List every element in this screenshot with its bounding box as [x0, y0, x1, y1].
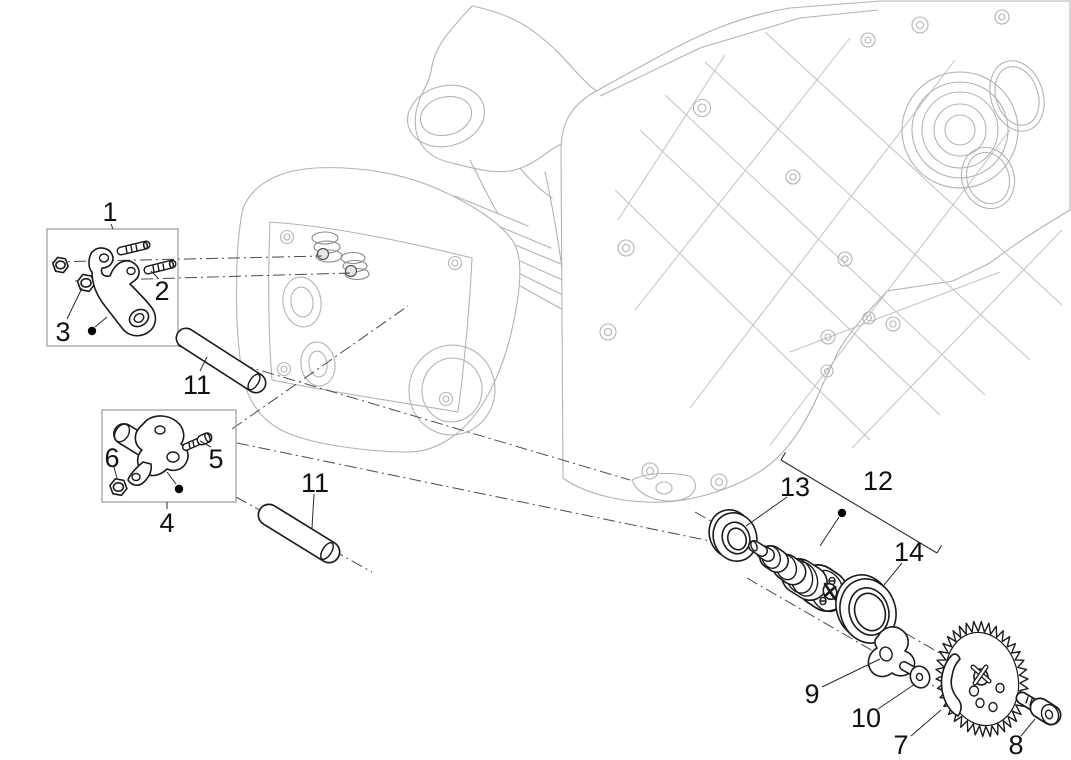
- dot-leader-2: [819, 516, 840, 547]
- cylinder-head: [235, 167, 521, 453]
- rocker-shaft-pin: [175, 327, 267, 394]
- bracket-tick-start: [780, 451, 787, 461]
- callout-label-11-3: 11: [183, 370, 211, 400]
- decompression-pin: [970, 664, 992, 686]
- callout-leader-13: [745, 496, 788, 527]
- reference-dots: [87, 316, 847, 547]
- rocker-arm-assembly-upper: [51, 240, 177, 337]
- callout-leader-6: [113, 466, 118, 479]
- bolt-bosses: [599, 9, 1010, 491]
- foreground-parts: [51, 240, 1062, 738]
- camshaft-bearing: [708, 509, 758, 562]
- nut: [76, 273, 96, 293]
- countersunk-screw: [899, 661, 931, 689]
- callout-leader-5: [199, 440, 212, 448]
- callout-label-9-11: 9: [804, 679, 819, 709]
- nut: [109, 477, 128, 497]
- socket-head-bolt: [1015, 691, 1062, 726]
- callout-label-4-4: 4: [159, 508, 174, 538]
- callout-label-12-9: 12: [863, 466, 893, 496]
- crankcase: [560, 0, 1071, 503]
- nut: [51, 256, 69, 274]
- axis-line-3: [231, 305, 409, 430]
- rocker-arm: [127, 415, 189, 486]
- callout-leader-10: [877, 683, 916, 710]
- rocker-shaft-pin: [257, 503, 341, 564]
- callout-leader-7: [910, 709, 942, 737]
- callout-leader-11: [199, 356, 208, 372]
- callout-leader-2: [150, 270, 159, 279]
- adjuster-screw: [182, 432, 213, 451]
- camshaft: [748, 540, 848, 613]
- axis-line-5: [236, 442, 745, 549]
- stud-bolt: [143, 259, 177, 275]
- callout-label-14-10: 14: [894, 537, 924, 567]
- callout-leader-1: [110, 223, 114, 230]
- crankcase-ribs: [614, 31, 1063, 449]
- rocker-arm: [88, 247, 157, 337]
- reference-dot-2: [837, 508, 847, 518]
- callout-leader-8: [1020, 718, 1036, 737]
- group-bracket-12: [780, 451, 943, 554]
- callout-leader-3: [66, 287, 83, 320]
- bracket-tick-end: [936, 544, 943, 554]
- reference-dot-0: [87, 326, 97, 336]
- callout-leader-11: [311, 493, 315, 529]
- callout-label-3-2: 3: [55, 317, 70, 347]
- stud-bolt: [116, 240, 151, 256]
- valve-springs: [311, 231, 370, 281]
- callout-label-6-6: 6: [104, 443, 119, 473]
- engine-background: [235, 0, 1071, 503]
- callout-label-13-8: 13: [780, 472, 810, 502]
- rocker-arm-assembly-lower: [109, 415, 213, 497]
- callout-leader-9: [821, 658, 881, 688]
- callout-label-7-13: 7: [893, 730, 908, 760]
- callout-label-1-0: 1: [102, 197, 117, 227]
- detail-box-2: [101, 409, 237, 503]
- callout-label-5-5: 5: [208, 444, 223, 474]
- bearing-boss: [901, 71, 1019, 189]
- callout-label-8-14: 8: [1008, 730, 1023, 760]
- bracket-line: [780, 459, 938, 554]
- camshaft-sprocket-details: [940, 653, 1005, 717]
- callout-label-11-7: 11: [301, 468, 329, 498]
- dot-leader-0: [94, 316, 108, 328]
- callout-label-2-1: 2: [154, 276, 169, 306]
- callout-leader-14: [883, 562, 903, 586]
- reference-dot-1: [174, 484, 184, 494]
- callout-label-10-12: 10: [851, 703, 881, 733]
- dot-leader-1: [166, 471, 177, 485]
